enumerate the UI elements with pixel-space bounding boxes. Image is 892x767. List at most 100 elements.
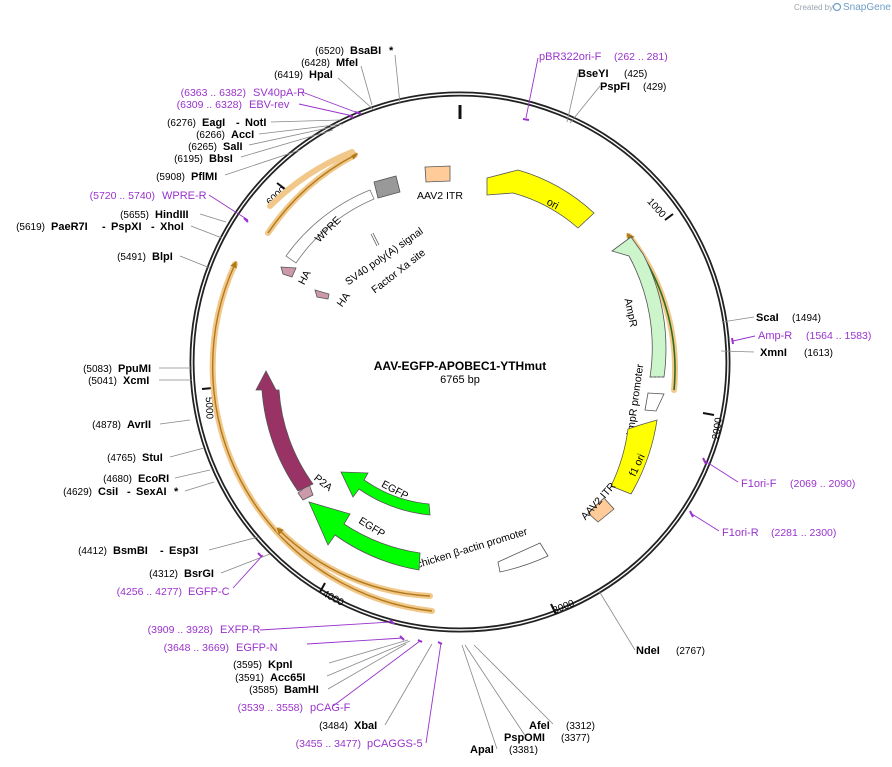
enzyme-name[interactable]: PspOMI xyxy=(504,732,545,744)
primer-name[interactable]: EGFP-N xyxy=(236,642,278,654)
wpre-feature[interactable] xyxy=(285,189,375,264)
enzyme-mark: * xyxy=(174,486,179,498)
enzyme-pos: (6520) xyxy=(315,46,344,57)
enzyme-separator: - xyxy=(127,486,131,498)
enzyme-name[interactable]: SalI xyxy=(223,141,243,153)
primer-range: (6363 .. 6382) xyxy=(181,87,246,99)
ha-label-1: HA xyxy=(296,268,313,287)
enzyme-separator: - xyxy=(160,545,164,557)
enzyme-name[interactable]: XmnI xyxy=(760,347,787,359)
enzyme-pos: (3381) xyxy=(509,745,538,756)
enzyme-name-2[interactable]: SexAI xyxy=(136,486,167,498)
apobec-feature[interactable] xyxy=(255,370,314,492)
p2a-label: P2A xyxy=(311,472,334,494)
primer-name[interactable]: Amp-R xyxy=(758,330,792,342)
enzyme-name[interactable]: ApaI xyxy=(470,744,494,756)
primer-name[interactable]: SV40pA-R xyxy=(253,87,305,99)
primer-name[interactable]: pBR322ori-F xyxy=(539,51,602,63)
enzyme-name[interactable]: PpuMI xyxy=(118,363,151,375)
enzyme-name-3[interactable]: XhoI xyxy=(160,221,184,233)
ha-feature-2[interactable] xyxy=(314,289,330,300)
enzyme-pos: (3591) xyxy=(235,673,264,684)
aav2-itr-right-feature[interactable] xyxy=(587,497,615,523)
tick-label-1000: 1000 xyxy=(645,196,668,220)
enzyme-pos: (3377) xyxy=(561,733,590,744)
primer-name[interactable]: F1ori-R xyxy=(722,527,759,539)
ampr-feature[interactable] xyxy=(611,236,667,378)
egfp-feature-2[interactable] xyxy=(308,501,421,571)
enzyme-name[interactable]: StuI xyxy=(142,452,163,464)
credit-prefix: Created by xyxy=(794,3,833,12)
enzyme-name[interactable]: AvrII xyxy=(127,419,151,431)
f1-ori-feature[interactable] xyxy=(610,419,658,495)
ha-feature-1[interactable] xyxy=(280,266,297,278)
enzyme-name[interactable]: BlpI xyxy=(152,251,173,263)
enzyme-pos: (1494) xyxy=(792,313,821,324)
factor-xa-feature[interactable] xyxy=(370,232,380,247)
enzyme-name[interactable]: BsmBI xyxy=(113,545,148,557)
primer-range: (4256 .. 4277) xyxy=(117,586,182,598)
enzyme-name[interactable]: PaeR7I xyxy=(51,221,88,233)
tick-label-4000: 4000 xyxy=(320,588,345,608)
enzyme-name[interactable]: EagI xyxy=(202,117,225,129)
enzyme-pos: (6428) xyxy=(301,58,330,69)
primer-name[interactable]: pCAGGS-5 xyxy=(367,738,423,750)
enzyme-pos: (6265) xyxy=(188,142,217,153)
enzyme-separator: - xyxy=(236,117,240,129)
primer-name[interactable]: EBV-rev xyxy=(249,99,290,111)
enzyme-name-2[interactable]: PspXI xyxy=(111,221,142,233)
enzyme-name[interactable]: AfeI xyxy=(529,720,550,732)
enzyme-name[interactable]: BbsI xyxy=(209,153,233,165)
primer-name[interactable]: pCAG-F xyxy=(310,702,351,714)
enzyme-pos: (5619) xyxy=(16,222,45,233)
primer-name[interactable]: EXFP-R xyxy=(220,624,260,636)
tick-label-3000: 3000 xyxy=(551,598,576,617)
plasmid-length: 6765 bp xyxy=(440,374,480,386)
enzyme-pos: (3595) xyxy=(233,660,262,671)
egfp-feature-1[interactable] xyxy=(340,471,431,516)
enzyme-name[interactable]: PspFI xyxy=(600,81,630,93)
enzyme-name[interactable]: Acc65I xyxy=(270,672,305,684)
enzyme-name[interactable]: EcoRI xyxy=(138,473,169,485)
chicken-promoter-feature[interactable] xyxy=(497,542,549,573)
credit-brand: SnapGene xyxy=(843,2,891,13)
primer-name[interactable]: EGFP-C xyxy=(188,586,230,598)
enzyme-name[interactable]: HpaI xyxy=(309,69,333,81)
enzyme-pos: (3484) xyxy=(319,721,348,732)
enzyme-pos: (4765) xyxy=(107,453,136,464)
enzyme-pos: (4412) xyxy=(78,546,107,557)
enzyme-separator: - xyxy=(102,221,106,233)
snapgene-logo-icon xyxy=(832,2,842,12)
enzyme-pos: (6195) xyxy=(174,154,203,165)
enzyme-name[interactable]: NdeI xyxy=(636,645,660,657)
enzyme-name[interactable]: BsrGI xyxy=(184,568,214,580)
primer-range: (262 .. 281) xyxy=(614,51,668,63)
ori-label: ori xyxy=(545,196,561,212)
ampr-promoter-feature[interactable] xyxy=(644,392,665,412)
enzyme-name[interactable]: XcmI xyxy=(123,375,149,387)
ori-feature[interactable] xyxy=(486,169,595,229)
primer-name[interactable]: WPRE-R xyxy=(162,190,207,202)
enzyme-name[interactable]: PflMI xyxy=(191,171,217,183)
enzyme-name-2[interactable]: NotI xyxy=(245,117,266,129)
enzyme-name[interactable]: MfeI xyxy=(336,57,358,69)
enzyme-pos: (4680) xyxy=(103,474,132,485)
enzyme-name[interactable]: BsaBI xyxy=(350,45,381,57)
plasmid-name: AAV-EGFP-APOBEC1-YTHmut xyxy=(374,359,546,373)
enzyme-pos: (429) xyxy=(643,82,666,93)
primer-range: (2069 .. 2090) xyxy=(790,478,855,490)
enzyme-name[interactable]: BseYI xyxy=(578,68,609,80)
enzyme-pos: (5041) xyxy=(88,376,117,387)
primer-name[interactable]: F1ori-F xyxy=(741,478,777,490)
enzyme-name[interactable]: BamHI xyxy=(284,684,319,696)
enzyme-name[interactable]: KpnI xyxy=(268,659,292,671)
enzyme-name[interactable]: CsiI xyxy=(98,486,118,498)
enzyme-name[interactable]: XbaI xyxy=(354,720,377,732)
enzyme-name[interactable]: AccI xyxy=(231,129,254,141)
aav2-itr-top-feature[interactable] xyxy=(424,165,451,183)
sv40-polya-feature[interactable] xyxy=(373,175,401,199)
enzyme-name[interactable]: HindIII xyxy=(155,209,189,221)
enzyme-name[interactable]: ScaI xyxy=(756,312,779,324)
enzyme-name-2[interactable]: Esp3I xyxy=(169,545,198,557)
